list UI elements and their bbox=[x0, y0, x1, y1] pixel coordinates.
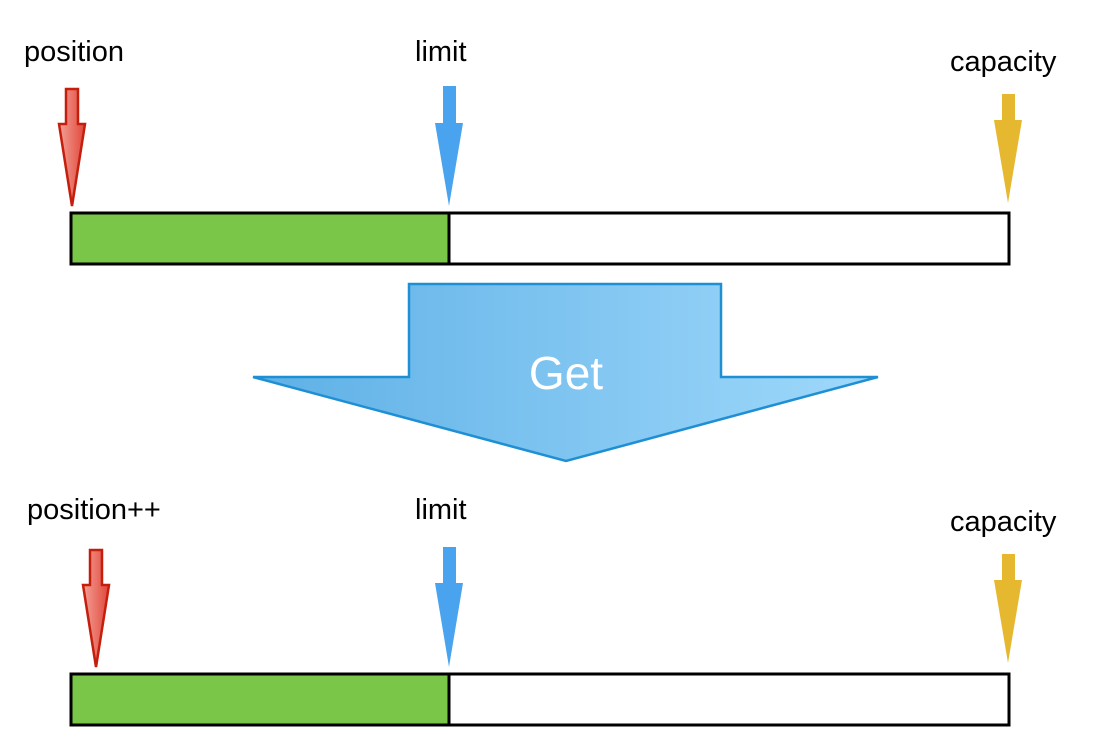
limit-arrow bbox=[435, 547, 463, 667]
position-arrow bbox=[81, 548, 111, 668]
capacity-arrow bbox=[994, 94, 1022, 203]
position-label: position bbox=[24, 36, 124, 68]
get-arrow: Get bbox=[252, 282, 879, 463]
buffer-bar bbox=[69, 672, 1011, 727]
limit-arrow bbox=[435, 86, 463, 206]
after-state: position++ limit capacity bbox=[27, 494, 1057, 727]
buffer-filled-region bbox=[71, 213, 449, 264]
buffer-filled-region bbox=[71, 674, 449, 725]
position-label: position++ bbox=[27, 494, 161, 526]
capacity-label: capacity bbox=[950, 506, 1057, 538]
limit-label: limit bbox=[415, 36, 467, 68]
get-arrow-shape bbox=[252, 282, 879, 463]
capacity-label: capacity bbox=[950, 46, 1057, 78]
position-arrow bbox=[57, 87, 87, 207]
capacity-arrow bbox=[994, 554, 1022, 663]
before-state: position limit capacity bbox=[24, 36, 1057, 266]
get-label: Get bbox=[529, 347, 603, 399]
buffer-bar bbox=[69, 211, 1011, 266]
limit-label: limit bbox=[415, 494, 467, 526]
